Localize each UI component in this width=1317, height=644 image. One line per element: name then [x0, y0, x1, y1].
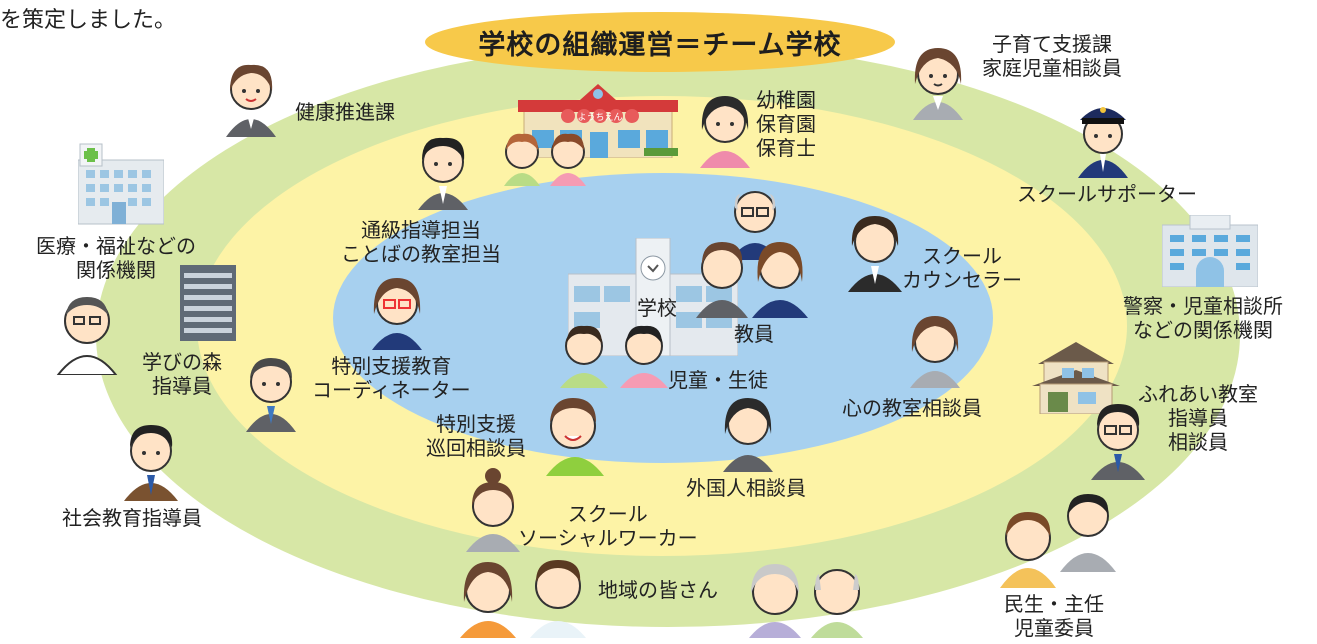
- kindergarten-children-icon: [504, 133, 586, 186]
- health-dept-label: 健康推進課: [295, 100, 395, 124]
- medical-label: 医療・福祉などの関係機関: [36, 234, 196, 282]
- school-label: 学校: [637, 296, 677, 320]
- fureai-instructor-icon: [1091, 404, 1145, 480]
- school-counselor-icon: [848, 216, 902, 292]
- social-edu-label: 社会教育指導員: [62, 506, 202, 530]
- social-worker-label: スクールソーシャルワーカー: [518, 502, 698, 550]
- junkai-counselor-icon: [546, 398, 604, 476]
- kokoro-label: 心の教室相談員: [842, 396, 982, 420]
- nursery-teacher-icon: [700, 96, 750, 168]
- health-staff-icon: [226, 64, 276, 137]
- childcare-label: 子育て支援課家庭児童相談員: [982, 32, 1122, 80]
- minsei-label: 民生・主任児童委員: [1004, 592, 1104, 640]
- junkai-label: 特別支援巡回相談員: [426, 412, 526, 460]
- corner-text: を策定しました。: [0, 8, 177, 33]
- office-building-icon: [180, 265, 236, 341]
- title-banner: [425, 12, 895, 72]
- police-label: 警察・児童相談所などの関係機関: [1123, 294, 1283, 342]
- childcare-staff-icon: [913, 48, 963, 120]
- foreign-counselor-label: 外国人相談員: [686, 476, 806, 500]
- social-worker-icon: [466, 468, 520, 552]
- clock-icon: [640, 255, 666, 281]
- school-supporter-label: スクールサポーター: [1017, 182, 1197, 206]
- coordinator-icon: [372, 278, 422, 350]
- community-label: 地域の皆さん: [598, 578, 718, 602]
- students-label: 児童・生徒: [668, 368, 768, 392]
- fureai-label: ふれあい教室指導員相談員: [1138, 382, 1258, 454]
- foreign-counselor-icon: [723, 398, 773, 472]
- manabi-instructor-icon: [246, 358, 296, 432]
- counselor-label: スクールカウンセラー: [902, 244, 1022, 292]
- kokoro-counselor-icon: [910, 316, 960, 388]
- manabi-label: 学びの森指導員: [142, 350, 222, 398]
- kindergarten-sign: ようちえん: [577, 112, 622, 123]
- teachers-label: 教員: [734, 322, 774, 346]
- kindergarten-label: 幼稚園保育園保育士: [756, 88, 816, 160]
- kindergarten-icon: ようちえん: [518, 84, 678, 158]
- police-building-icon: [1162, 215, 1258, 287]
- social-edu-instructor-icon: [124, 425, 178, 501]
- diagram-title: 学校の組織運営＝チーム学校: [478, 29, 842, 61]
- coordinator-label: 特別支援教育コーディネーター: [312, 354, 471, 402]
- teachers-icon: [696, 242, 808, 318]
- doctor-icon: [56, 297, 118, 375]
- tsukyu-label: 通級指導担当ことばの教室担当: [341, 218, 501, 266]
- police-officer-icon: [1078, 107, 1128, 178]
- hospital-icon: [78, 143, 164, 225]
- minsei-members-icon: [1000, 494, 1116, 588]
- tsukyu-teacher-icon: [418, 137, 468, 210]
- community-members-icon: [460, 560, 586, 638]
- house-icon: [1032, 342, 1120, 414]
- students-icon: [560, 325, 668, 388]
- elderly-members-icon: [749, 564, 863, 638]
